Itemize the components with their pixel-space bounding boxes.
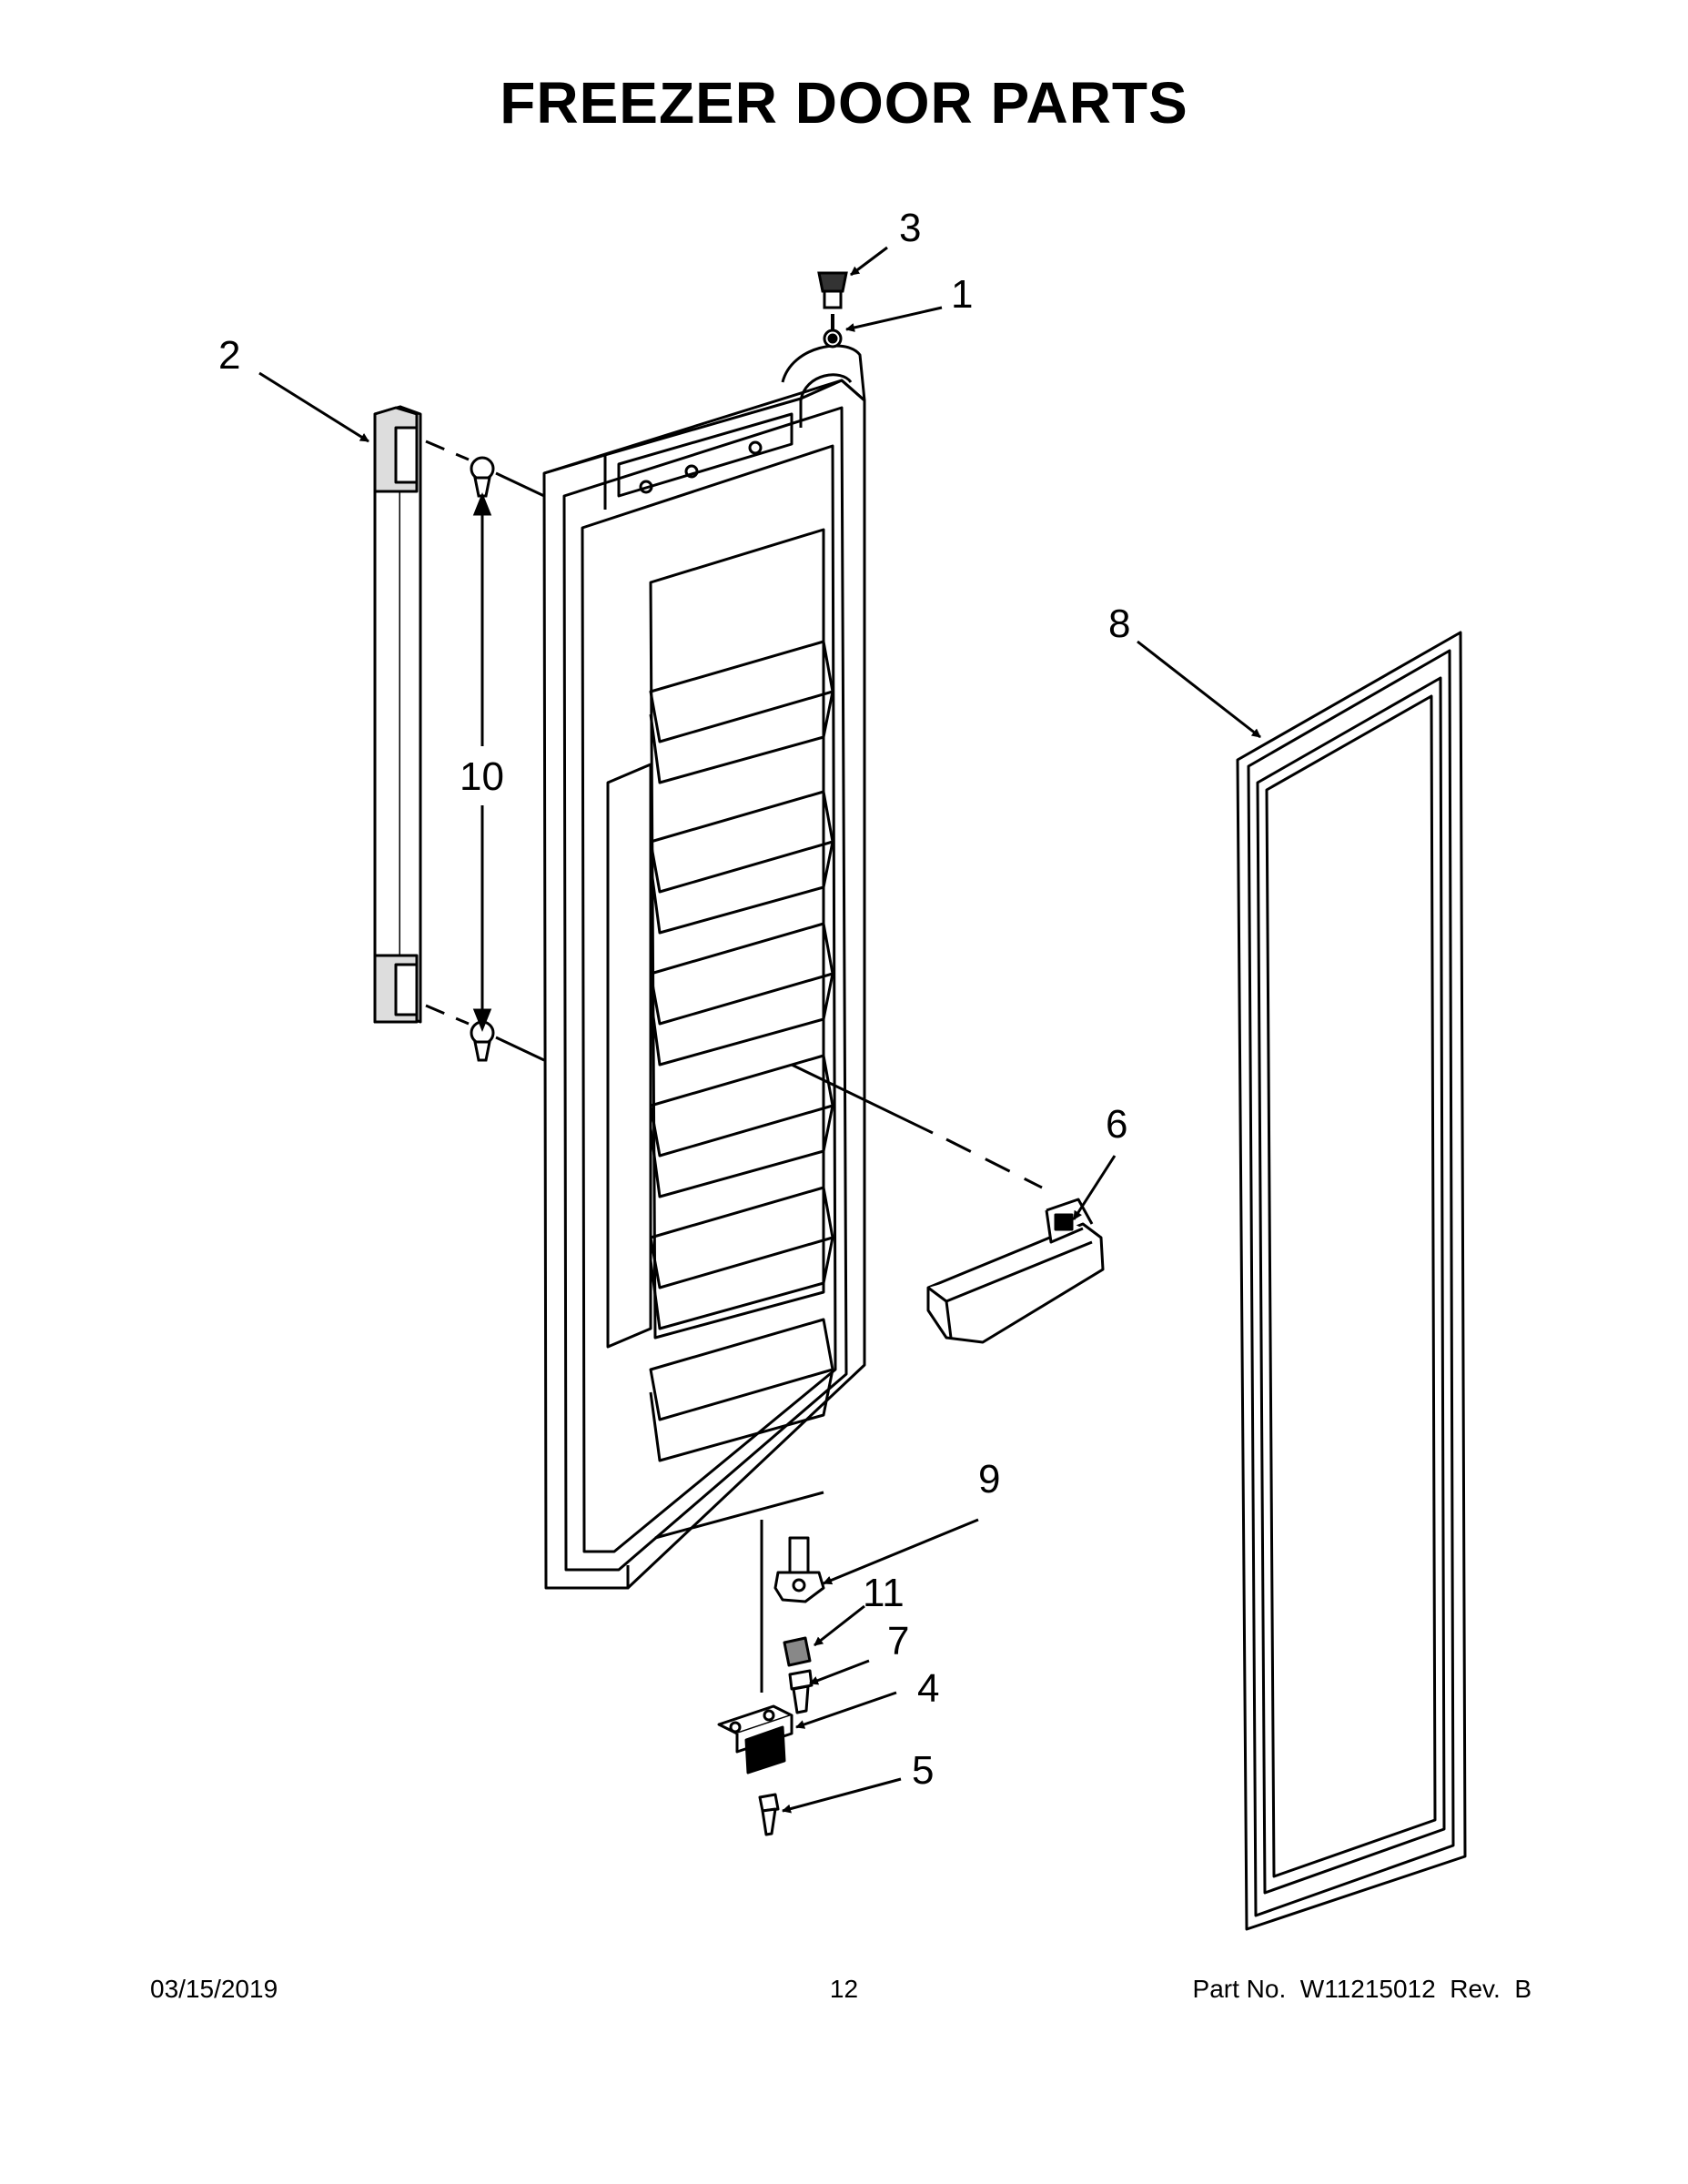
handle-studs xyxy=(470,456,495,1062)
callout-5: 5 xyxy=(912,1748,934,1793)
dimension-10 xyxy=(472,491,492,1033)
callout-6: 6 xyxy=(1106,1102,1127,1147)
callout-arrows xyxy=(258,246,1261,1814)
footer-part-number: Part No. W11215012 Rev. B xyxy=(1192,1975,1531,2003)
door-bin-part xyxy=(926,1198,1105,1344)
footer-date: 03/15/2019 xyxy=(150,1975,278,2003)
callout-9: 9 xyxy=(978,1457,1000,1502)
callout-4: 4 xyxy=(917,1666,939,1711)
door-shelves xyxy=(606,640,834,1462)
callout-1: 1 xyxy=(951,272,973,317)
callout-3: 3 xyxy=(899,206,921,250)
callout-11: 11 xyxy=(863,1571,905,1615)
hinge-bushing-part xyxy=(823,329,843,349)
door-handle-part xyxy=(373,405,422,1024)
callout-8: 8 xyxy=(1108,602,1130,646)
footer-page-number: 12 xyxy=(829,1975,859,2003)
callout-10: 10 xyxy=(460,754,504,799)
callout-7: 7 xyxy=(887,1619,909,1663)
bin-leader-line xyxy=(791,1063,1043,1189)
freezer-door xyxy=(542,344,866,1590)
hinge-plug-part xyxy=(817,271,848,332)
door-gasket-part xyxy=(1236,631,1467,1931)
page-title: FREEZER DOOR PARTS xyxy=(500,70,1188,136)
lower-hinge-assembly xyxy=(717,1520,825,1836)
callout-2: 2 xyxy=(218,333,240,378)
handle-leader-lines xyxy=(425,440,545,1062)
